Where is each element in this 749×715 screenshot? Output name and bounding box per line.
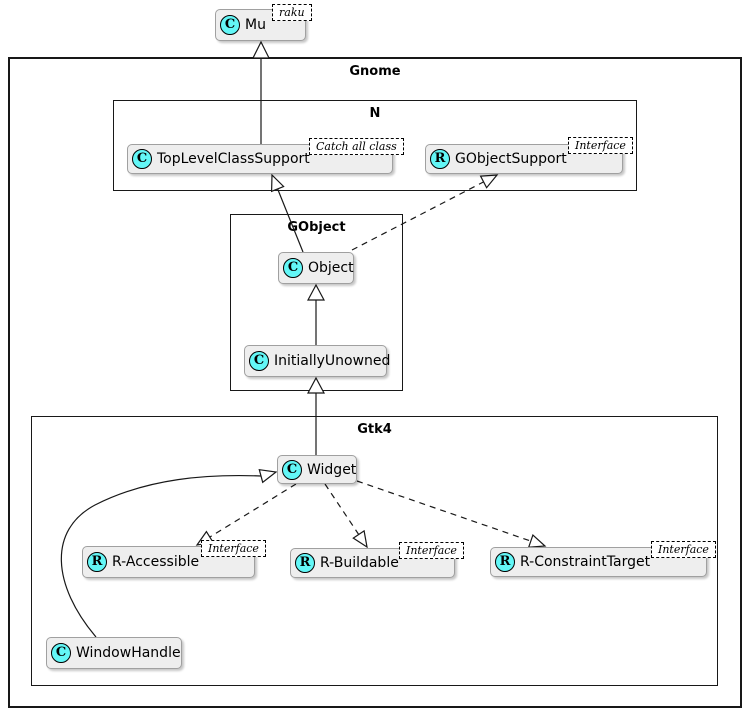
class-label: R-Buildable: [320, 555, 399, 571]
class-node-initiallyunowned: C InitiallyUnowned: [244, 345, 391, 377]
class-label: R-ConstraintTarget: [520, 554, 651, 570]
package-gtk4-title: Gtk4: [357, 422, 392, 437]
circled-r-icon: R: [87, 552, 107, 572]
circled-c-icon: C: [249, 351, 269, 371]
edge-widget-to-initiallyunowned: [307, 376, 325, 455]
class-label: TopLevelClassSupport: [157, 151, 310, 167]
circled-r-icon: R: [295, 553, 315, 573]
edge-object-to-toplevel: [270, 173, 304, 253]
circled-c-icon: C: [220, 15, 240, 35]
stereotype-tag-interface-raccessible: Interface: [201, 540, 266, 557]
class-label: Object: [308, 260, 354, 276]
class-label: Mu: [245, 17, 266, 33]
class-node-widget: C Widget: [277, 455, 357, 484]
package-gobject-title: GObject: [287, 220, 346, 235]
edge-initiallyunowned-to-object: [307, 283, 325, 345]
circled-r-icon: R: [495, 552, 515, 572]
circled-c-icon: C: [283, 258, 303, 278]
class-label: GObjectSupport: [455, 151, 567, 167]
stereotype-tag-raku: raku: [272, 4, 312, 21]
class-node-object: C Object: [278, 252, 354, 284]
edge-toplevel-to-mu: [252, 40, 270, 144]
package-gnome: Gnome: [8, 57, 742, 708]
class-label: R-Accessible: [112, 554, 200, 570]
class-label: InitiallyUnowned: [274, 353, 391, 369]
stereotype-tag-interface-rbuildable: Interface: [399, 542, 464, 559]
circled-c-icon: C: [282, 459, 302, 480]
edge-object-to-gobjectsupport: [351, 174, 499, 251]
package-n: N: [113, 100, 637, 191]
class-node-r-buildable: R R-Buildable: [290, 548, 455, 578]
circled-r-icon: R: [430, 149, 450, 169]
circled-c-icon: C: [132, 149, 152, 169]
edge-windowhandle-to-widget: [60, 468, 278, 638]
package-n-title: N: [369, 106, 381, 121]
class-label: Widget: [307, 461, 357, 478]
package-gnome-title: Gnome: [349, 64, 401, 79]
class-label: WindowHandle: [76, 645, 181, 661]
circled-c-icon: C: [51, 643, 71, 663]
stereotype-tag-catch-all-class: Catch all class: [309, 138, 404, 155]
class-node-windowhandle: C WindowHandle: [46, 637, 182, 669]
package-gtk4: Gtk4: [31, 416, 718, 686]
edge-widget-to-raccessible: [195, 483, 297, 546]
edge-widget-to-rconstrainttarget: [356, 480, 547, 548]
stereotype-tag-interface-rconstrainttarget: Interface: [651, 541, 716, 558]
edge-widget-to-rbuildable: [324, 483, 368, 549]
stereotype-tag-interface-gobjectsupport: Interface: [568, 137, 633, 154]
